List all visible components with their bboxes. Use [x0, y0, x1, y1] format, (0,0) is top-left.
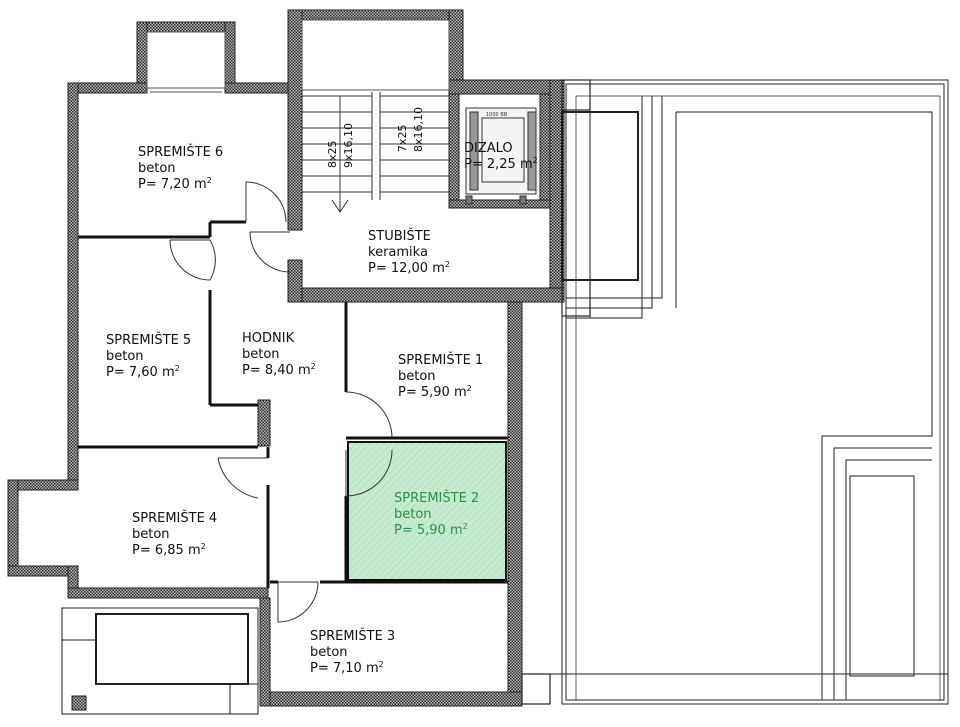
room-name: STUBIŠTE — [368, 228, 431, 244]
spremiste2-highlight[interactable] — [347, 441, 507, 581]
interior-partitions — [78, 220, 508, 588]
room-material: beton — [138, 161, 176, 176]
windows — [146, 17, 450, 93]
room-area: P= 7,10 m2 — [310, 660, 384, 676]
room-area: P= 5,90 m2 — [398, 384, 472, 400]
room-hodnik[interactable]: HODNIK beton P= 8,40 m2 — [242, 331, 316, 378]
room-stubiste[interactable]: STUBIŠTE keramika P= 12,00 m2 — [368, 228, 450, 276]
room-material: beton — [242, 347, 280, 362]
room-spremiste4[interactable]: SPREMIŠTE 4 beton P= 6,85 m2 — [132, 510, 217, 558]
stair-left-label-2: 9x16,10 — [342, 123, 355, 168]
room-spremiste3[interactable]: SPREMIŠTE 3 beton P= 7,10 m2 — [310, 628, 395, 676]
stair-left-label-1: 8x25 — [326, 140, 339, 168]
exterior-walls — [7, 9, 565, 707]
room-area: P= 2,25 m2 — [464, 156, 538, 172]
stair-right-label-1: 7x25 — [396, 124, 409, 152]
stair-treads — [302, 92, 449, 213]
room-area: P= 7,20 m2 — [138, 176, 212, 192]
room-material: beton — [310, 645, 348, 660]
room-spremiste6[interactable]: SPREMIŠTE 6 beton P= 7,20 m2 — [138, 144, 223, 192]
room-area: P= 6,85 m2 — [132, 542, 206, 558]
room-dizalo[interactable]: DIZALO P= 2,25 m2 — [464, 141, 538, 172]
room-name: HODNIK — [242, 331, 295, 346]
room-name: SPREMIŠTE 2 — [394, 490, 479, 506]
elevator-tag: 1000 BB — [486, 112, 508, 118]
room-spremiste1[interactable]: SPREMIŠTE 1 beton P= 5,90 m2 — [398, 352, 483, 400]
room-spremiste5[interactable]: SPREMIŠTE 5 beton P= 7,60 m2 — [106, 332, 191, 380]
room-name: SPREMIŠTE 5 — [106, 332, 191, 348]
room-area: P= 8,40 m2 — [242, 362, 316, 378]
room-material: beton — [106, 349, 144, 364]
bottom-left-well — [61, 607, 259, 715]
room-name: SPREMIŠTE 6 — [138, 144, 223, 160]
room-name: SPREMIŠTE 3 — [310, 628, 395, 644]
elevator-car — [465, 107, 537, 205]
room-name: DIZALO — [464, 141, 513, 156]
room-material: keramika — [368, 245, 428, 260]
terrace-outline — [521, 79, 949, 705]
room-name: SPREMIŠTE 4 — [132, 510, 217, 526]
room-material: beton — [132, 527, 170, 542]
room-material: beton — [394, 507, 432, 522]
room-area: P= 7,60 m2 — [106, 364, 180, 380]
room-material: beton — [398, 369, 436, 384]
stair-right-label-2: 8x16,10 — [412, 107, 425, 152]
room-spremiste2[interactable]: SPREMIŠTE 2 beton P= 5,90 m2 — [394, 490, 479, 538]
room-name: SPREMIŠTE 1 — [398, 352, 483, 368]
doors — [169, 181, 393, 623]
room-area: P= 12,00 m2 — [368, 260, 450, 276]
room-area: P= 5,90 m2 — [394, 522, 468, 538]
